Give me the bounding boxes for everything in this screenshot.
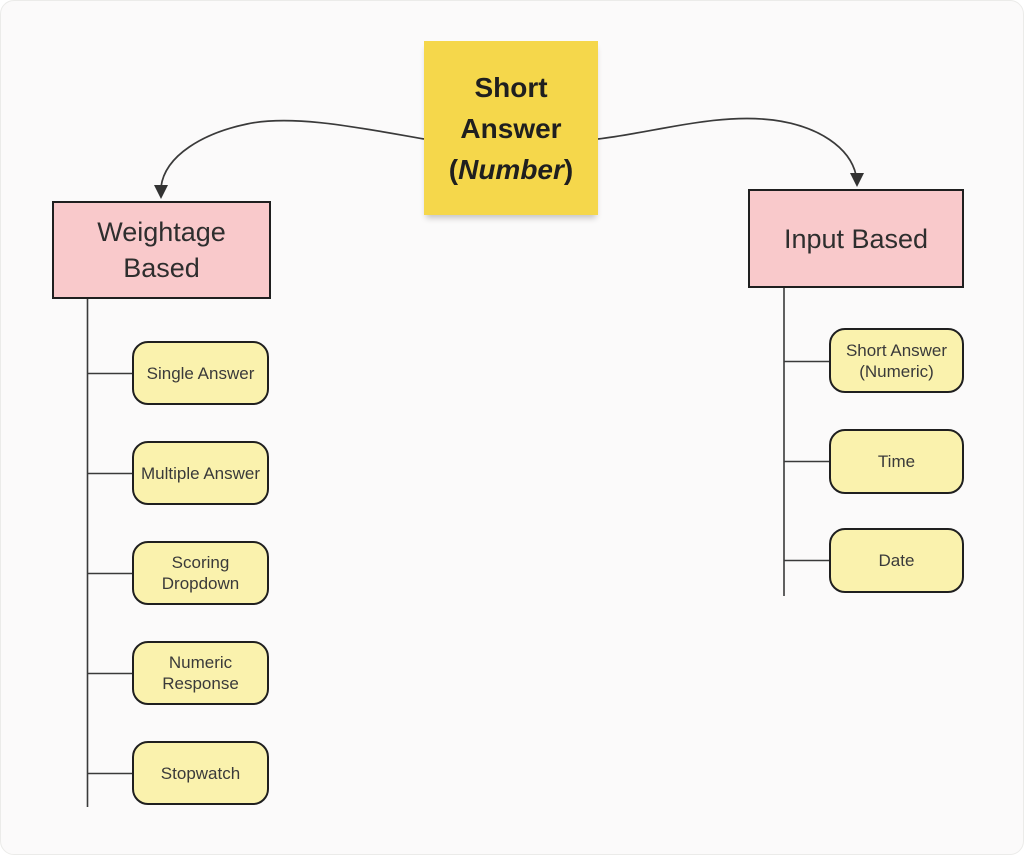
category-weightage-based[interactable]: Weightage Based [52, 201, 271, 299]
connector-root-to-input [597, 117, 857, 176]
root-line-3: (Number) [448, 153, 574, 185]
connector-root-to-weightage [160, 119, 425, 188]
root-line-2: Answer [460, 112, 562, 144]
leaf-single-answer[interactable]: Single Answer [132, 341, 269, 405]
root-line-1: Short [474, 71, 548, 103]
leaf-scoring-dropdown[interactable]: Scoring Dropdown [132, 541, 269, 605]
leaf-date[interactable]: Date [829, 528, 964, 593]
leaf-short-answer-numeric[interactable]: Short Answer (Numeric) [829, 328, 964, 393]
leaf-numeric-response[interactable]: Numeric Response [132, 641, 269, 705]
category-input-based[interactable]: Input Based [748, 189, 964, 288]
arrowhead-weightage [154, 185, 168, 199]
leaf-multiple-answer[interactable]: Multiple Answer [132, 441, 269, 505]
arrowhead-input [850, 173, 864, 187]
root-node-short-answer-number[interactable]: Short Answer (Number) [424, 41, 598, 215]
leaf-time[interactable]: Time [829, 429, 964, 494]
leaf-stopwatch[interactable]: Stopwatch [132, 741, 269, 805]
